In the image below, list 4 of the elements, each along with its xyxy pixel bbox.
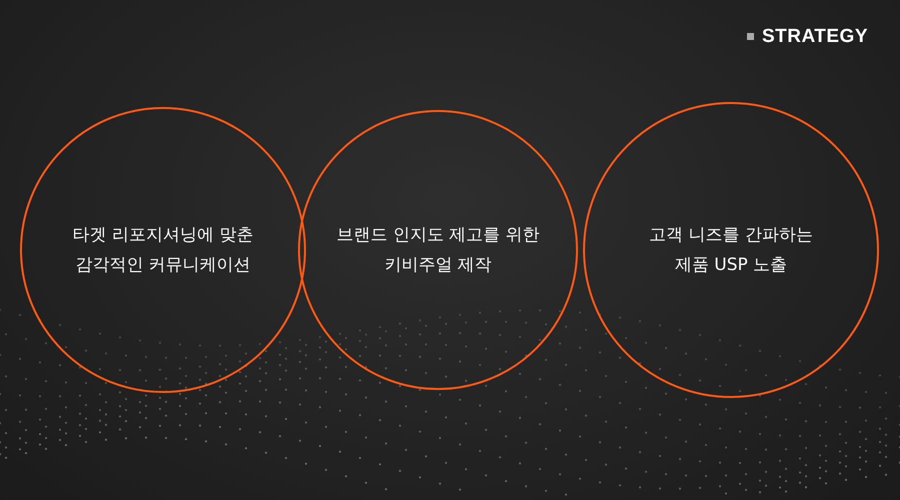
section-title: STRATEGY xyxy=(746,26,868,48)
circle-label: 타겟 리포지셔닝에 맞춘 감각적인 커뮤니케이션 xyxy=(72,224,254,277)
circle-label: 브랜드 인지도 제고를 위한 키비주얼 제작 xyxy=(335,224,541,277)
circle-label: 고객 니즈를 간파하는 제품 USP 노출 xyxy=(648,224,814,277)
